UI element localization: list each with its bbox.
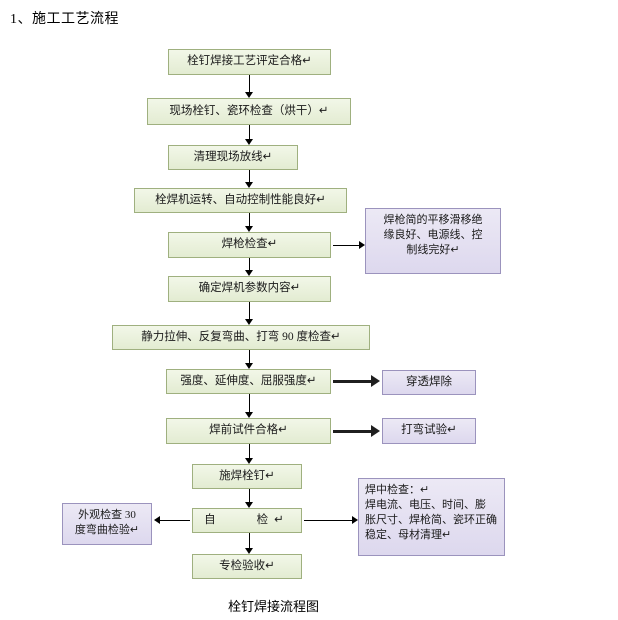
connector-n4-n5 (249, 213, 250, 226)
side-node-s1-line2: 缘良好、电源线、控 (383, 228, 483, 241)
side-node-s5: 外观检查 30 度弯曲检验↵ (62, 503, 152, 545)
side-node-s4-line2: 焊电流、电压、时间、膨 (365, 498, 486, 511)
flow-node-n2: 现场栓钉、瓷环检查（烘干）↵ (147, 98, 351, 125)
connector-n11-s5 (160, 520, 190, 521)
side-node-s5-line1: 外观检查 30 (78, 509, 136, 521)
connector-n9-n10 (249, 444, 250, 458)
arrowhead-n2-n3 (245, 139, 253, 145)
arrowhead-n5-n6 (245, 270, 253, 276)
flow-node-n10: 施焊栓钉↵ (192, 464, 302, 489)
connector-n1-n2 (249, 75, 250, 92)
arrowhead-n11-s5 (154, 516, 160, 524)
arrowhead-n11-s4 (352, 516, 358, 524)
connector-n11-s4 (304, 520, 352, 521)
connector-n11-n12 (249, 533, 250, 548)
connector-n3-n4 (249, 170, 250, 182)
connector-n2-n3 (249, 125, 250, 139)
connector-n5-s1 (333, 245, 359, 246)
side-node-s1-line1: 焊枪简的平移滑移绝 (383, 214, 483, 226)
connector-n7-n8 (249, 350, 250, 363)
side-node-s4: 焊中检查：↵ 焊电流、电压、时间、膨 胀尺寸、焊枪简、瓷环正确 稳定、母材清理↵ (358, 478, 505, 556)
arrowhead-n3-n4 (245, 182, 253, 188)
flow-node-n5: 焊枪检查↵ (168, 232, 331, 258)
flow-node-n4: 栓焊机运转、自动控制性能良好↵ (134, 188, 347, 213)
flow-node-n7: 静力拉伸、反复弯曲、打弯 90 度检查↵ (112, 325, 370, 350)
flow-node-n3: 清理现场放线↵ (168, 145, 298, 170)
flow-node-n6: 确定焊机参数内容↵ (168, 276, 331, 302)
side-node-s4-line1: 焊中检查：↵ (365, 484, 430, 496)
figure-caption: 栓钉焊接流程图 (228, 599, 320, 614)
side-node-s5-line2: 度弯曲检验↵ (74, 523, 140, 536)
flow-node-n1: 栓钉焊接工艺评定合格↵ (168, 49, 331, 75)
connector-n8-s2 (333, 380, 371, 383)
arrowhead-n7-n8 (245, 363, 253, 369)
arrowhead-n4-n5 (245, 226, 253, 232)
arrowhead-n6-n7 (245, 319, 253, 325)
side-node-s3: 打弯试验↵ (382, 418, 476, 444)
connector-n5-n6 (249, 258, 250, 270)
arrowhead-n11-n12 (245, 548, 253, 554)
side-node-s1: 焊枪简的平移滑移绝 缘良好、电源线、控 制线完好↵ (365, 208, 501, 274)
arrowhead-n9-s3 (371, 425, 380, 437)
flow-node-n11: 自 检↵ (192, 508, 302, 533)
side-node-s2: 穿透焊除 (382, 370, 476, 395)
arrowhead-n8-s2 (371, 375, 380, 387)
side-node-s4-line4: 稳定、母材清理↵ (365, 528, 452, 541)
flow-node-n12: 专检验收↵ (192, 554, 302, 579)
flow-node-n9: 焊前试件合格↵ (166, 418, 331, 444)
arrowhead-n1-n2 (245, 92, 253, 98)
arrowhead-n9-n10 (245, 458, 253, 464)
arrowhead-n5-s1 (359, 241, 365, 249)
arrowhead-n8-n9 (245, 412, 253, 418)
flow-node-n8: 强度、延伸度、屈服强度↵ (166, 369, 331, 394)
connector-n9-s3 (333, 430, 371, 433)
connector-n6-n7 (249, 302, 250, 319)
connector-n10-n11 (249, 489, 250, 502)
side-node-s4-line3: 胀尺寸、焊枪简、瓷环正确 (365, 513, 497, 526)
page-title: 1、施工工艺流程 (10, 12, 119, 27)
side-node-s1-line3: 制线完好↵ (406, 243, 460, 256)
arrowhead-n10-n11 (245, 502, 253, 508)
connector-n8-n9 (249, 394, 250, 412)
